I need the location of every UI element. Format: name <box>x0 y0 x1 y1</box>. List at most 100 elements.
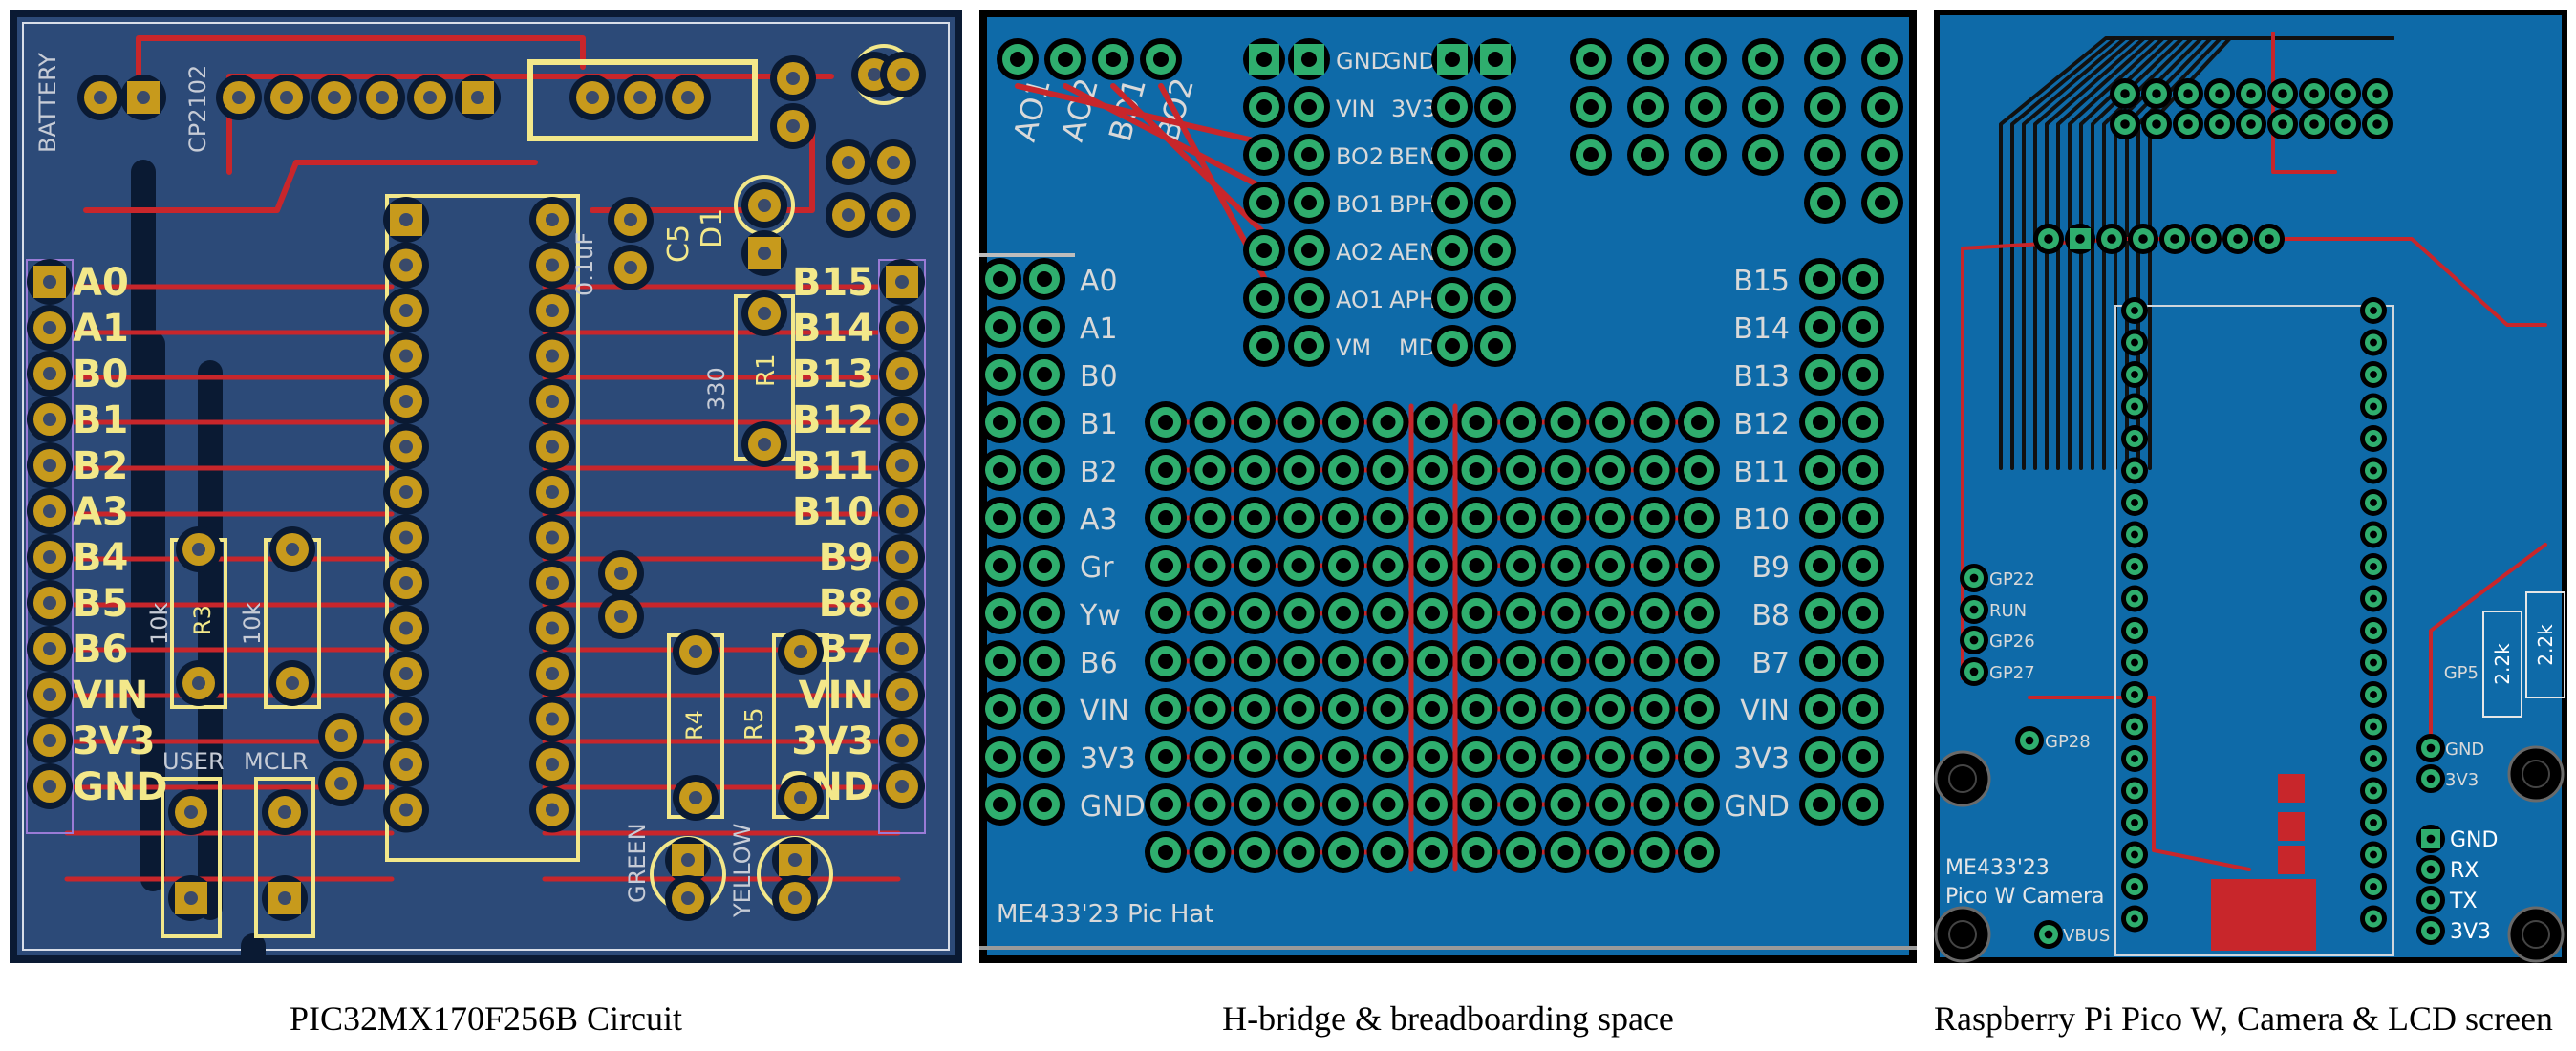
proto-pad-hole <box>1291 701 1307 717</box>
right-pin-label: B10 <box>1733 504 1790 537</box>
proto-pad-hole <box>1602 701 1618 717</box>
left-pin-label: B6 <box>73 628 128 672</box>
proto-pad-hole <box>1469 845 1485 860</box>
pico-right-pad-hole <box>2370 435 2377 442</box>
mclr-button-outline <box>254 777 315 938</box>
proto-pad-hole <box>1380 845 1396 860</box>
pico-right-pad-hole <box>2370 307 2377 314</box>
proto-pad-hole <box>1202 558 1218 573</box>
left-label-pad-hole <box>1969 667 1979 676</box>
proto-pad-hole <box>1602 510 1618 526</box>
pico-left-pad-hole <box>2131 402 2138 411</box>
proto-pad-hole <box>1158 415 1173 430</box>
hbridge-right-pad-hole <box>1445 99 1460 115</box>
chip-pad-left-hole <box>399 440 413 454</box>
cp2102-label: CP2102 <box>184 65 211 153</box>
left-header-bar <box>979 253 1075 257</box>
crystal-pad-hole <box>868 68 881 81</box>
proto-pad-hole <box>1291 749 1307 764</box>
proto-pad-hole <box>1602 845 1618 860</box>
proto-pad-hole <box>1158 606 1173 621</box>
top-pad-hole <box>1153 52 1169 67</box>
chip-pad-left-hole <box>399 803 413 817</box>
right-pin-label: B12 <box>1733 408 1790 441</box>
right-header-pad-hole <box>1856 749 1871 764</box>
chip-pad-right-hole <box>546 576 559 590</box>
block-pad-hole <box>1817 147 1833 162</box>
right-pin-label: B13 <box>792 353 874 397</box>
connector-pad-hole <box>633 91 647 104</box>
proto-pad-hole <box>1247 510 1262 526</box>
left-label-pad-hole <box>2025 736 2034 745</box>
r3-pad-hole <box>192 676 205 690</box>
right-header-pad-hole <box>1856 271 1871 287</box>
proto-pad-hole <box>1291 415 1307 430</box>
r2-value: 10k <box>239 602 266 645</box>
hbridge-left-label: VIN <box>1336 96 1375 122</box>
cap-value: 0.1uF <box>571 232 598 296</box>
right-pin-label: VIN <box>1740 695 1790 728</box>
uart-pad-hole <box>2426 865 2436 874</box>
pico-left-pad-hole <box>2131 594 2138 603</box>
uart-pad-hole <box>2426 834 2436 844</box>
uart-pad-hole <box>2426 895 2436 905</box>
right-header-pad-hole <box>1856 319 1871 334</box>
hbridge-right-label: APH <box>1389 287 1436 313</box>
proto-pad-hole <box>1557 749 1574 764</box>
block-pad-hole <box>1583 99 1599 115</box>
pico-left-pad-hole <box>2131 755 2138 762</box>
r5-pad-hole <box>794 645 807 658</box>
pico-right-pad-hole <box>2370 883 2377 890</box>
left-header-pad-hole <box>1037 415 1052 430</box>
left-pin-label: GP26 <box>1989 632 2035 652</box>
proto-pad-hole <box>1513 415 1529 430</box>
right-header-pad-hole <box>1813 797 1828 812</box>
proto-pad-hole <box>1557 415 1574 430</box>
r5-label: R5 <box>741 707 769 740</box>
block-pad-hole <box>1698 99 1713 115</box>
left-header-pad-hole <box>1037 558 1052 573</box>
left-pin-label: B1 <box>73 398 128 442</box>
r3-value: 10k <box>146 602 173 645</box>
mounting-hole-inner <box>2522 920 2550 949</box>
left-pin-label: GP22 <box>1989 569 2035 590</box>
proto-pad-hole <box>1691 654 1707 669</box>
left-header-pad-hole <box>43 459 56 472</box>
connector-pad-hole <box>681 91 695 104</box>
block-pad-hole <box>1817 195 1833 210</box>
caption-pico: Raspberry Pi Pico W, Camera & LCD screen <box>1934 999 2553 1038</box>
proto-pad-hole <box>1691 510 1707 526</box>
r-2k2-b-outline <box>2525 591 2565 698</box>
chip-pad-left-hole <box>399 349 413 363</box>
proto-pad-hole <box>1513 797 1529 812</box>
hbridge-left-pad-hole <box>1256 52 1272 67</box>
3v3-pad-hole <box>2426 774 2436 783</box>
proto-pad-hole <box>1291 510 1307 526</box>
pico-left-pad-hole <box>2131 627 2138 634</box>
left-header-pad-hole <box>993 462 1008 478</box>
right-gnd-label: GND <box>2445 740 2484 760</box>
left-header-pad-hole <box>993 558 1008 573</box>
pico-left-pad-hole <box>2131 563 2138 570</box>
right-header-pad-hole <box>1856 462 1871 478</box>
pico-board-render: GP22RUNGP26GP27GP28GP5GND3V3GNDRXTX3V32.… <box>1934 15 2565 963</box>
chip-pad-right-hole <box>546 621 559 635</box>
hbridge-right-pad-hole <box>1445 52 1460 67</box>
user-pad-hole <box>184 891 198 905</box>
right-pin-label: 3V3 <box>791 719 874 763</box>
left-pin-label: A1 <box>73 307 129 351</box>
hbridge-left-pad-hole <box>1301 290 1317 306</box>
cp2102-pad-hole <box>376 91 389 104</box>
d1-label: D1 <box>696 208 729 248</box>
chip-pad-right-hole <box>546 213 559 226</box>
hbridge-right-pad-hole <box>1445 290 1460 306</box>
chip-pad-left-hole <box>399 395 413 408</box>
pico-left-pad-hole <box>2131 338 2138 347</box>
camera-pad-hole <box>2309 89 2319 98</box>
cp2102-pad-hole <box>328 91 341 104</box>
proto-pad-hole <box>1247 415 1262 430</box>
trace-top-2 <box>226 74 834 175</box>
chip-pad-right-hole <box>546 304 559 317</box>
proto-pad-hole <box>1380 558 1396 573</box>
